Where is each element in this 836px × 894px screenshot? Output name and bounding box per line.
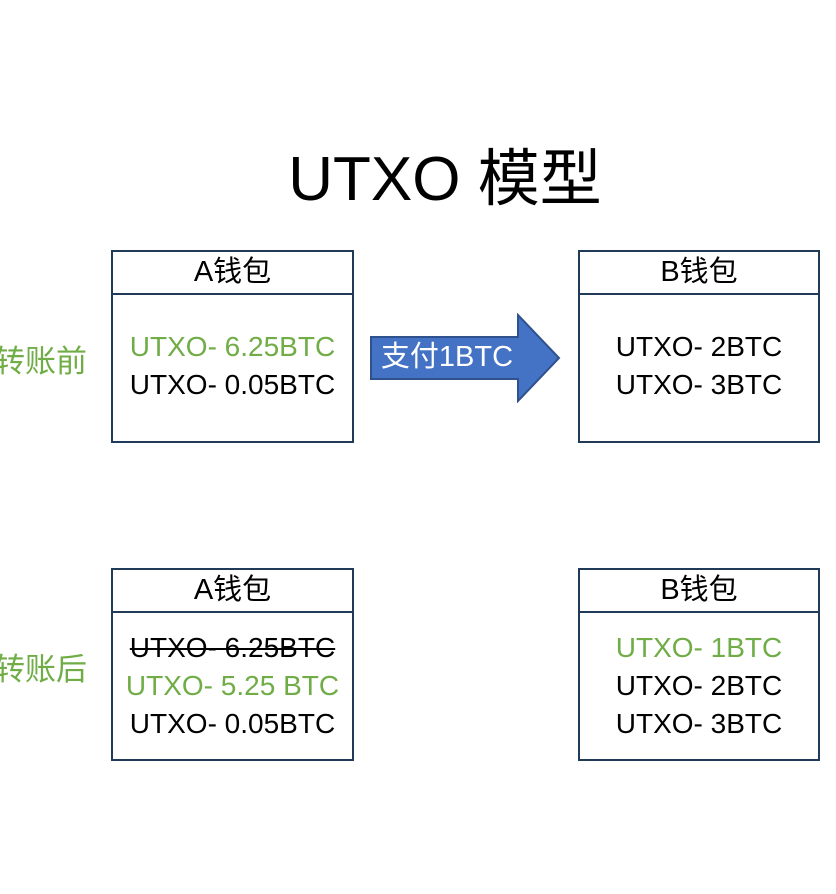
wallet-b-before: B钱包 UTXO- 2BTC UTXO- 3BTC xyxy=(578,250,820,443)
wallet-a-after-utxo-change: UTXO- 5.25 BTC xyxy=(125,670,340,701)
wallet-a-after-utxo-spent: UTXO- 6.25BTC xyxy=(129,632,336,663)
wallet-b-before-utxo-2: UTXO- 3BTC xyxy=(615,369,783,400)
wallet-b-before-utxo-1: UTXO- 2BTC xyxy=(615,331,783,362)
wallet-b-after: B钱包 UTXO- 1BTC UTXO- 2BTC UTXO- 3BTC xyxy=(578,568,820,761)
wallet-b-after-utxo-3: UTXO- 3BTC xyxy=(615,708,783,739)
wallet-b-after-header: B钱包 xyxy=(580,570,818,613)
transfer-arrow-label: 支付1BTC xyxy=(380,341,514,373)
wallet-a-before-header: A钱包 xyxy=(113,252,352,295)
wallet-a-after-header: A钱包 xyxy=(113,570,352,613)
wallet-b-after-utxo-2: UTXO- 2BTC xyxy=(615,670,783,701)
wallet-a-after-utxo-3: UTXO- 0.05BTC xyxy=(129,708,336,739)
diagram-title: UTXO 模型 xyxy=(288,145,602,214)
wallet-b-after-utxo-new: UTXO- 1BTC xyxy=(615,632,783,663)
after-label: 转账后 xyxy=(0,652,87,687)
wallet-a-after: A钱包 UTXO- 6.25BTC UTXO- 5.25 BTC UTXO- 0… xyxy=(111,568,354,761)
wallet-a-before: A钱包 UTXO- 6.25BTC UTXO- 0.05BTC xyxy=(111,250,354,443)
wallet-a-before-utxo-1: UTXO- 6.25BTC xyxy=(129,331,336,362)
transfer-arrow-icon xyxy=(370,313,561,403)
before-label: 转账前 xyxy=(0,344,87,379)
wallet-a-before-utxo-2: UTXO- 0.05BTC xyxy=(129,369,336,400)
wallet-b-before-header: B钱包 xyxy=(580,252,818,295)
